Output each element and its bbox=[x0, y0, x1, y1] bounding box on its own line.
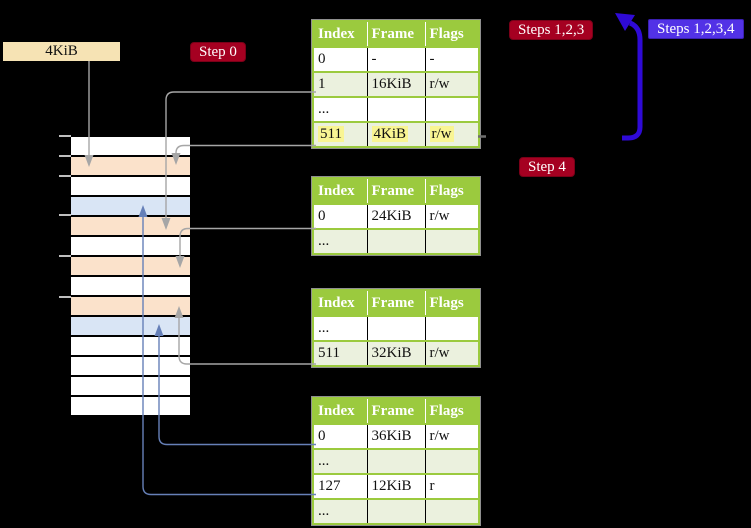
frame-size-label: 4KiB bbox=[3, 42, 120, 61]
memory-tick bbox=[59, 214, 71, 216]
highlighted-value: r/w bbox=[429, 126, 454, 142]
column-header-frame: Frame bbox=[367, 21, 426, 47]
highlighted-value: 511 bbox=[318, 126, 344, 142]
memory-tick bbox=[59, 135, 71, 137]
table-row: 127 12KiB r bbox=[313, 473, 480, 499]
memory-frame-row-peach bbox=[71, 257, 190, 277]
memory-frame-row-white bbox=[71, 377, 190, 397]
table-row: 1 16KiB r/w bbox=[313, 71, 480, 97]
column-header-flags: Flags bbox=[425, 398, 479, 424]
column-header-frame: Frame bbox=[367, 290, 426, 316]
table-row: ... bbox=[313, 228, 480, 254]
connector-table1-row511 bbox=[171, 144, 316, 165]
page-table-1: Index Frame Flags 0 - - 1 16KiB r/w ... bbox=[311, 19, 481, 149]
table-row-highlighted: 511 4KiB r/w bbox=[313, 121, 480, 147]
table-row: ... bbox=[313, 96, 480, 122]
physical-memory-column bbox=[71, 135, 190, 417]
step0-badge: Step 0 bbox=[190, 42, 246, 62]
memory-frame-row-white bbox=[71, 237, 190, 257]
memory-frame-row-white bbox=[71, 137, 190, 157]
memory-frame-row-peach bbox=[71, 217, 190, 237]
column-header-frame: Frame bbox=[367, 178, 426, 204]
table-row: ... bbox=[313, 448, 480, 474]
column-header-index: Index bbox=[313, 290, 368, 316]
memory-frame-row-peach bbox=[71, 157, 190, 177]
steps1234-badge: Steps 1,2,3,4 bbox=[648, 19, 744, 39]
column-header-index: Index bbox=[313, 21, 368, 47]
page-table-2: Index Frame Flags 0 24KiB r/w ... bbox=[311, 176, 481, 256]
memory-frame-row-peach bbox=[71, 297, 190, 317]
memory-frame-row-white bbox=[71, 277, 190, 297]
column-header-flags: Flags bbox=[425, 21, 479, 47]
table-row: 0 - - bbox=[313, 46, 480, 72]
page-table-3: Index Frame Flags ... 511 32KiB r/w bbox=[311, 288, 481, 368]
memory-tick bbox=[59, 155, 71, 157]
memory-frame-row-blue bbox=[71, 197, 190, 217]
table-row: 0 24KiB r/w bbox=[313, 203, 480, 229]
table-row: ... bbox=[313, 315, 480, 341]
memory-tick bbox=[59, 296, 71, 298]
column-header-frame: Frame bbox=[367, 398, 426, 424]
page-table-4: Index Frame Flags 0 36KiB r/w ... 127 12… bbox=[311, 396, 481, 526]
memory-tick bbox=[59, 255, 71, 257]
table-row: ... bbox=[313, 498, 480, 524]
connector-table2-row0 bbox=[175, 227, 316, 268]
memory-frame-row-white bbox=[71, 357, 190, 377]
column-header-index: Index bbox=[313, 178, 368, 204]
memory-frame-row-blue bbox=[71, 317, 190, 337]
arrow-translation-return bbox=[615, 13, 643, 141]
connector-table3-row511 bbox=[174, 306, 316, 365]
table-row: 511 32KiB r/w bbox=[313, 340, 480, 366]
column-header-flags: Flags bbox=[425, 178, 479, 204]
memory-tick bbox=[59, 175, 71, 177]
column-header-index: Index bbox=[313, 398, 368, 424]
steps123-badge: Steps 1,2,3 bbox=[509, 20, 594, 40]
highlighted-value: 4KiB bbox=[371, 126, 409, 142]
memory-frame-row-white bbox=[71, 397, 190, 417]
column-header-flags: Flags bbox=[425, 290, 479, 316]
table-row: 0 36KiB r/w bbox=[313, 423, 480, 449]
memory-frame-row-white bbox=[71, 337, 190, 357]
step4-badge: Step 4 bbox=[519, 157, 575, 177]
memory-frame-row-white bbox=[71, 177, 190, 197]
